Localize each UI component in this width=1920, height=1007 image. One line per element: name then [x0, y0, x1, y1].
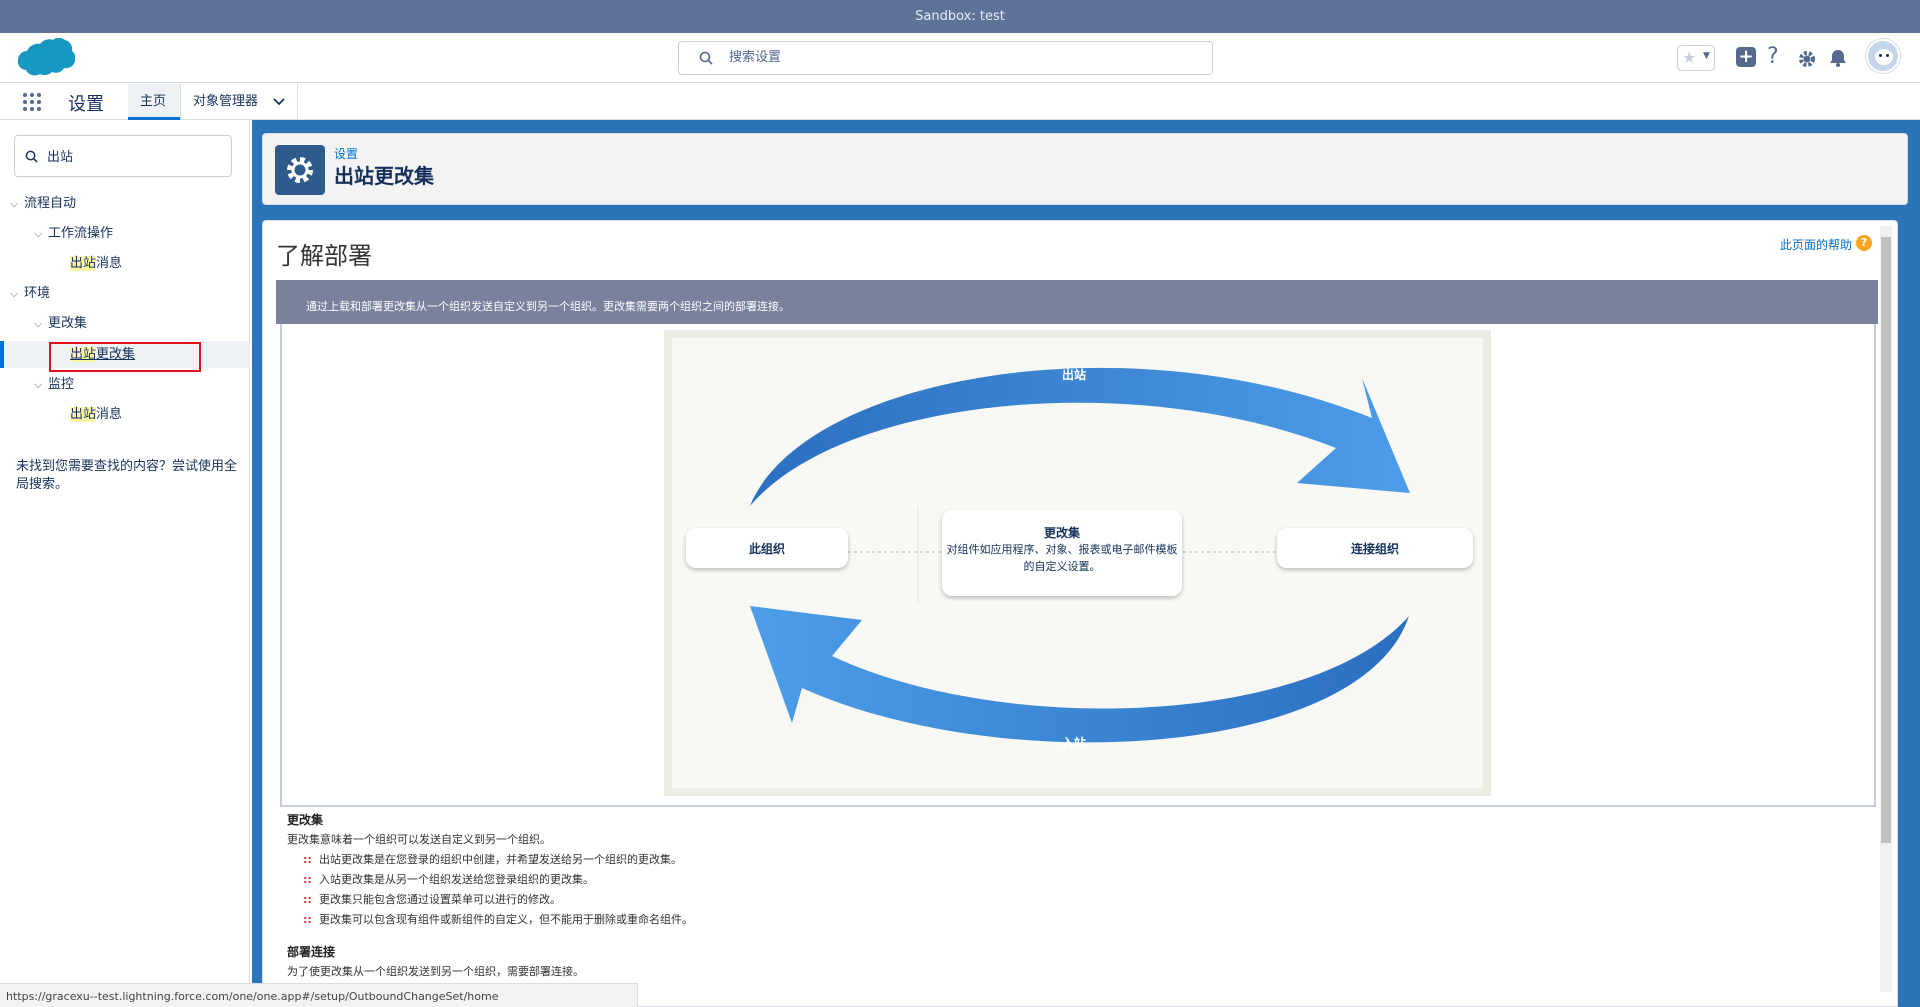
search-highlight: 出站 [70, 347, 97, 362]
connected-org-node: 连接组织 [1277, 528, 1473, 568]
list-item: 更改集只能包含您通过设置菜单可以进行的修改。 [287, 890, 1787, 910]
tree-item-workflow-actions[interactable]: ⌵ 工作流操作 [34, 223, 113, 245]
search-highlight: 出站 [70, 407, 97, 422]
change-set-title: 更改集 [1043, 526, 1080, 540]
salesforce-cloud-logo[interactable] [15, 38, 75, 80]
chevron-down-icon[interactable] [273, 97, 285, 107]
chevron-down-icon: ⌵ [34, 227, 43, 240]
change-set-bullets: 出站更改集是在您登录的组织中创建，并希望发送给另一个组织的更改集。 入站更改集是… [287, 850, 1787, 930]
global-search-input[interactable] [729, 50, 1189, 65]
favorites-button[interactable]: ★ ▼ [1677, 45, 1715, 71]
quick-find-box[interactable] [14, 135, 232, 177]
details-section: 更改集 更改集意味着一个组织可以发送自定义到另一个组织。 出站更改集是在您登录的… [287, 810, 1787, 982]
deploy-connection-heading: 部署连接 [287, 945, 336, 959]
inbound-arrow [750, 606, 1409, 743]
gear-icon[interactable] [1797, 49, 1817, 69]
deploy-connection-intro: 为了使更改集从一个组织发送到另一个组织，需要部署连接。 [287, 965, 584, 978]
app-navigation-bar: 设置 主页 对象管理器 [0, 84, 1920, 120]
plus-icon[interactable]: + [1736, 47, 1756, 67]
this-org-node: 此组织 [686, 528, 848, 568]
avatar[interactable] [1866, 39, 1900, 73]
not-found-hint: 未找到您需要查找的内容？尝试使用全局搜索。 [16, 459, 238, 492]
search-icon [699, 51, 713, 65]
tree-label: 消息 [96, 407, 123, 422]
section-title: 了解部署 [276, 242, 372, 270]
chevron-down-icon: ⌵ [10, 197, 19, 210]
bell-icon[interactable] [1829, 48, 1847, 68]
sandbox-banner: Sandbox: test [0, 0, 1920, 33]
tab-object-manager[interactable]: 对象管理器 [180, 84, 298, 120]
diagram-canvas: 出站 入站 此组织 连接组织 更改集 对组件如应用程序、对象、报表或电子邮件模板… [672, 338, 1483, 788]
list-item: 出站更改集是在您登录的组织中创建，并希望发送给另一个组织的更改集。 [287, 850, 1787, 870]
tree-item-change-sets[interactable]: ⌵ 更改集 [34, 313, 87, 335]
tree-link-outbound-messages[interactable]: 出站消息 [70, 253, 122, 275]
chevron-down-icon: ⌵ [34, 378, 43, 391]
search-icon [25, 150, 38, 163]
tree-item-process-automation[interactable]: ⌵ 流程自动 [10, 193, 76, 215]
help-icon[interactable]: ? [1856, 235, 1872, 251]
page-header [262, 133, 1908, 205]
change-set-intro: 更改集意味着一个组织可以发送自定义到另一个组织。 [287, 833, 551, 846]
deployment-diagram: 出站 入站 此组织 连接组织 更改集 对组件如应用程序、对象、报表或电子邮件模板… [664, 330, 1491, 796]
settings-gear-icon [287, 157, 313, 183]
chevron-down-icon: ⌵ [10, 287, 19, 300]
list-item: 入站更改集是从另一个组织发送给您登录组织的更改集。 [287, 870, 1787, 890]
tree-label: 更改集 [96, 347, 136, 362]
help-link[interactable]: 此页面的帮助 [1780, 238, 1853, 252]
app-name: 设置 [68, 94, 104, 115]
tree-label: 工作流操作 [48, 226, 114, 241]
app-launcher-icon[interactable] [22, 92, 42, 112]
scrollbar-thumb[interactable] [1881, 237, 1891, 843]
tree-item-environments[interactable]: ⌵ 环境 [10, 283, 50, 305]
tab-object-manager-label: 对象管理器 [193, 94, 259, 109]
outbound-label: 出站 [1062, 368, 1087, 382]
annotation-highlight-box [49, 342, 201, 372]
star-icon: ★ [1682, 48, 1697, 67]
tree-label: 消息 [96, 256, 123, 271]
setup-sidebar [0, 120, 250, 1007]
tree-item-monitoring[interactable]: ⌵ 监控 [34, 374, 74, 396]
tree-label: 监控 [48, 377, 75, 392]
tree-link-outbound-change-sets[interactable]: 出站更改集 [70, 344, 135, 366]
search-highlight: 出站 [70, 256, 97, 271]
breadcrumb[interactable]: 设置 [334, 147, 359, 161]
change-set-description: 对组件如应用程序、对象、报表或电子邮件模板的自定义设置。 [946, 543, 1178, 573]
tree-label: 更改集 [48, 316, 88, 331]
tree-label: 流程自动 [24, 196, 77, 211]
info-banner: 通过上载和部署更改集从一个组织发送自定义到另一个组织。更改集需要两个组织之间的部… [276, 280, 1878, 324]
setup-header-icon [275, 145, 325, 195]
tree-selected-row [0, 341, 250, 368]
change-set-heading: 更改集 [287, 813, 324, 827]
tree-link-outbound-messages-monitoring[interactable]: 出站消息 [70, 404, 122, 426]
outbound-arrow [750, 367, 1410, 506]
page-title: 出站更改集 [334, 164, 434, 188]
global-search[interactable] [678, 41, 1213, 75]
inbound-label: 入站 [1062, 736, 1087, 750]
question-icon[interactable]: ? [1767, 44, 1779, 69]
change-set-node: 更改集 对组件如应用程序、对象、报表或电子邮件模板的自定义设置。 [942, 510, 1182, 596]
chevron-down-icon: ▼ [1703, 51, 1710, 61]
chevron-down-icon: ⌵ [34, 317, 43, 330]
tab-home[interactable]: 主页 [128, 84, 180, 120]
quick-find-input[interactable] [47, 148, 217, 163]
tree-label: 环境 [24, 286, 51, 301]
list-item: 更改集可以包含现有组件或新组件的自定义，但不能用于删除或重命名组件。 [287, 910, 1787, 930]
diagram-arrows [750, 367, 1410, 743]
status-bar-url: https://gracexu--test.lightning.force.co… [0, 983, 638, 1007]
